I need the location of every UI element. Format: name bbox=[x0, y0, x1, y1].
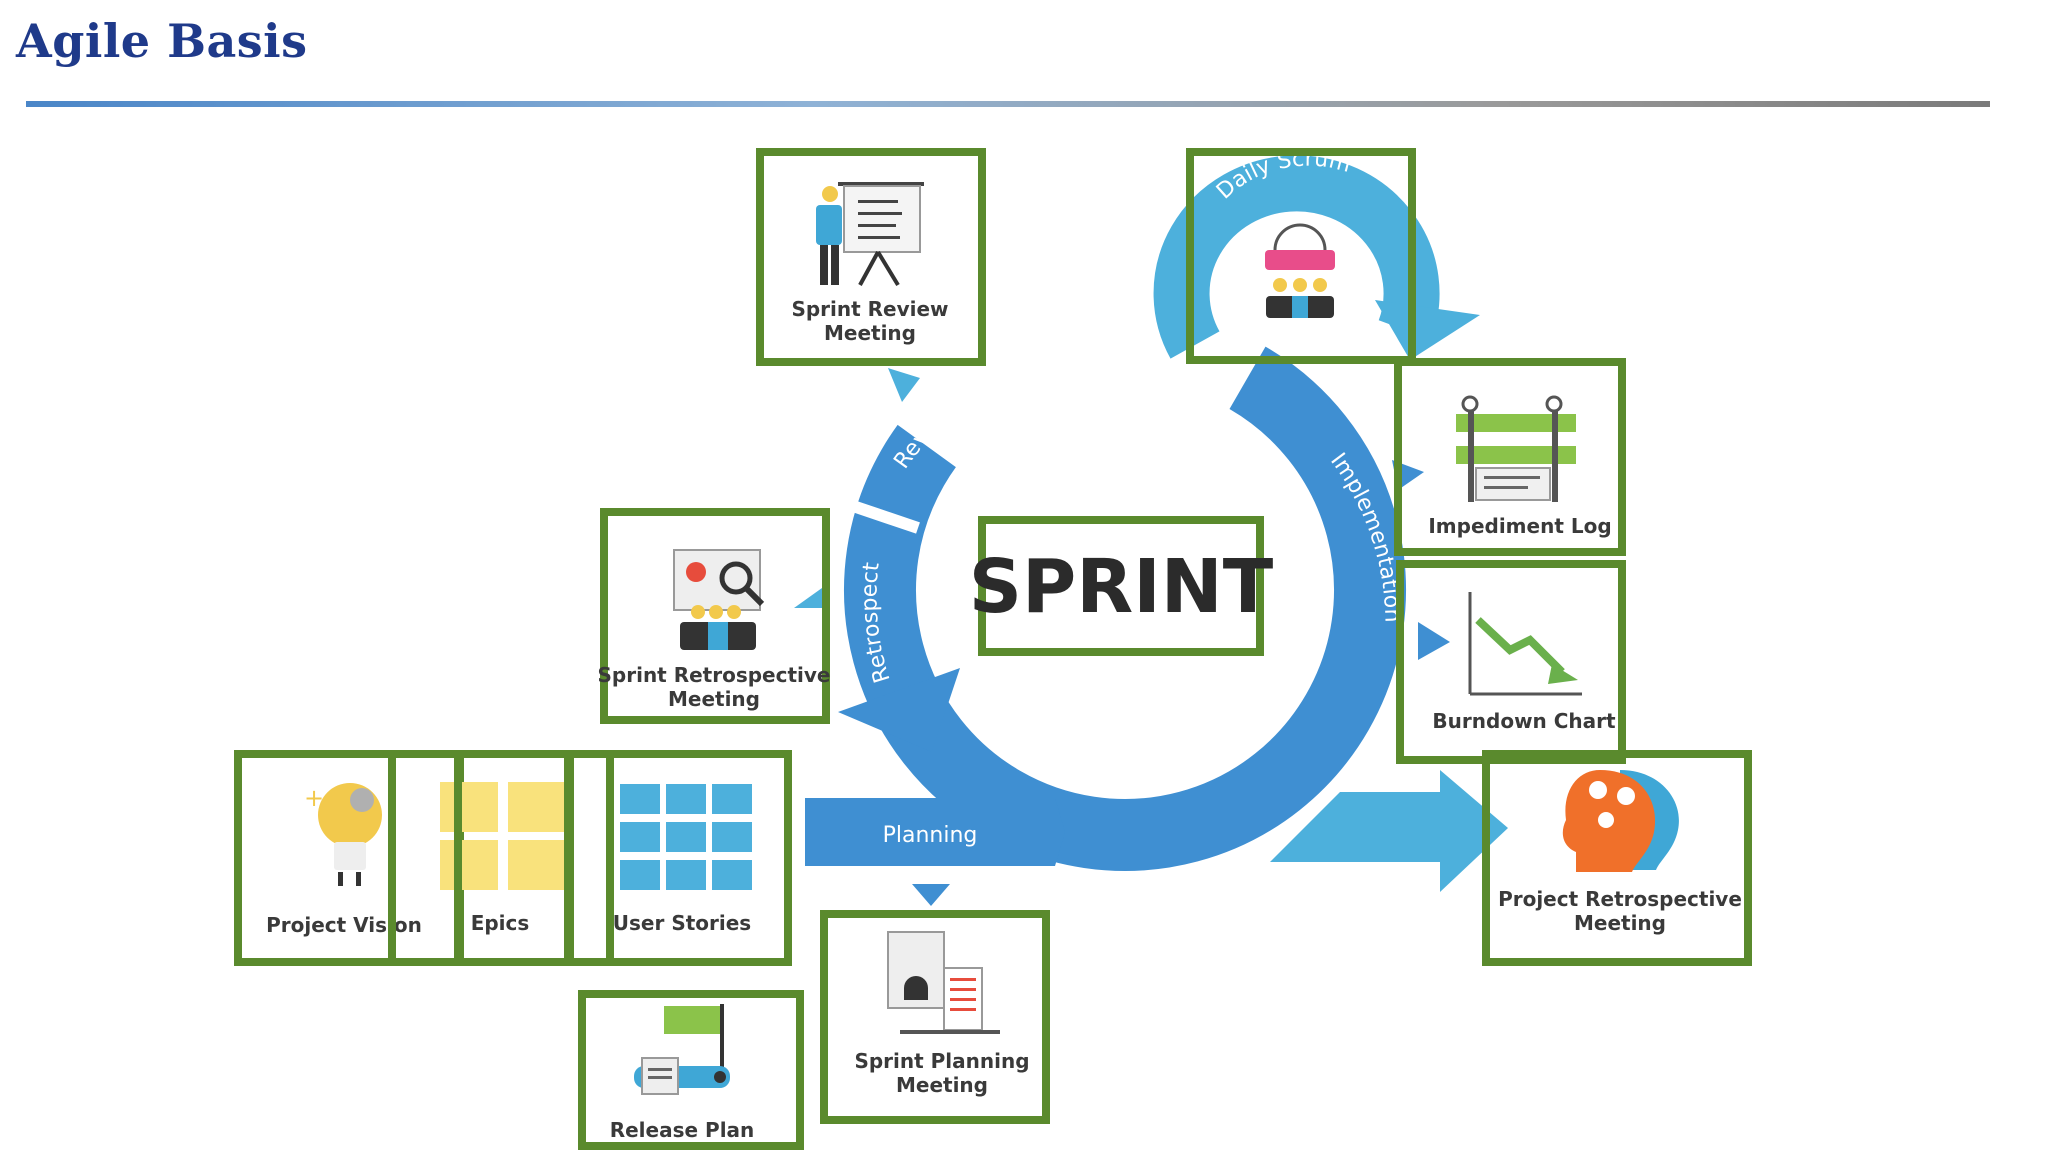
sprint-planning-label-2: Meeting bbox=[896, 1073, 988, 1097]
burndown-icon bbox=[1468, 592, 1582, 696]
retro-analysis-icon bbox=[673, 549, 765, 650]
epics-box: Epics bbox=[388, 750, 614, 966]
sprint-review-box: Sprint Review Meeting bbox=[756, 148, 986, 366]
sprint-retro-label-2: Meeting bbox=[668, 687, 760, 711]
review-pointer bbox=[888, 368, 920, 402]
sprint-text: SPRINT bbox=[969, 544, 1274, 630]
burndown-chart-box: Burndown Chart bbox=[1396, 560, 1626, 764]
burndown-chart-label: Burndown Chart bbox=[1432, 709, 1616, 733]
barrier-icon bbox=[1456, 395, 1576, 502]
release-plan-label: Release Plan bbox=[610, 1118, 755, 1142]
release-flag-icon bbox=[634, 1004, 730, 1095]
project-retro-box: Project Retrospective Meeting bbox=[1482, 750, 1752, 966]
presenter-icon bbox=[816, 182, 924, 287]
burndown-pointer bbox=[1418, 622, 1450, 660]
project-vision-label: Project Vision bbox=[266, 913, 422, 937]
user-stories-label: User Stories bbox=[613, 911, 751, 935]
daily-scrum-box bbox=[1186, 148, 1416, 364]
sticky-notes-icon bbox=[440, 782, 566, 890]
sprint-retro-box: Sprint Retrospective Meeting bbox=[598, 508, 831, 724]
project-output-arrow bbox=[1270, 770, 1508, 892]
title-divider bbox=[26, 101, 1990, 107]
sprint-planning-label-1: Sprint Planning bbox=[854, 1049, 1029, 1073]
project-retro-label-1: Project Retrospective bbox=[1498, 887, 1742, 911]
release-plan-box: Release Plan bbox=[578, 990, 804, 1150]
project-retro-label-2: Meeting bbox=[1574, 911, 1666, 935]
project-vision-box: + Project Vision bbox=[234, 750, 464, 966]
planning-document-icon bbox=[887, 931, 1000, 1034]
sprint-retro-label-1: Sprint Retrospective bbox=[598, 663, 831, 687]
sprint-planning-box: Sprint Planning Meeting bbox=[820, 910, 1050, 1124]
impediment-log-label: Impediment Log bbox=[1428, 514, 1611, 538]
user-stories-box: User Stories bbox=[564, 750, 792, 966]
epics-label: Epics bbox=[471, 911, 530, 935]
lightbulb-icon: + bbox=[304, 783, 382, 886]
sprint-review-label-2: Meeting bbox=[824, 321, 916, 345]
planning-bar: Planning bbox=[805, 798, 1065, 906]
team-meeting-icon bbox=[1265, 223, 1335, 318]
thinking-head-icon bbox=[1562, 770, 1679, 872]
page-title: Agile Basis bbox=[16, 14, 308, 68]
sprint-review-label-1: Sprint Review bbox=[791, 297, 948, 321]
impediment-log-box: Impediment Log bbox=[1394, 358, 1626, 556]
svg-text:+: + bbox=[304, 784, 324, 812]
retro-pointer bbox=[794, 588, 822, 608]
sprint-center: SPRINT bbox=[969, 516, 1274, 656]
story-cards-icon bbox=[620, 784, 752, 890]
planning-label: Planning bbox=[883, 823, 978, 848]
